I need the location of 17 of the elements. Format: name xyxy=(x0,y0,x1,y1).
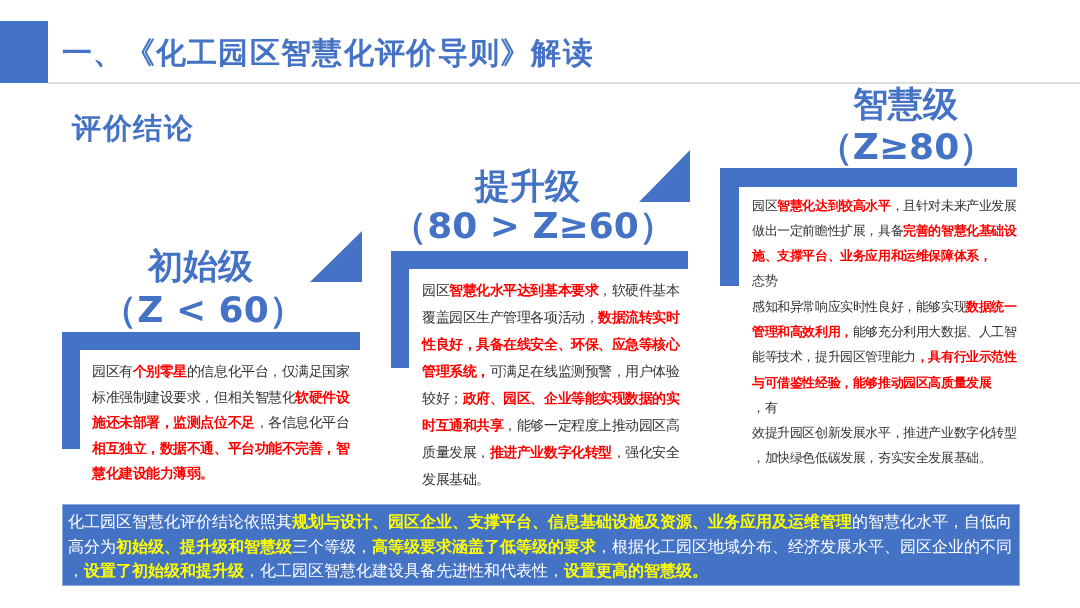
score-range: （Z≥80） xyxy=(816,127,996,167)
level-description: 园区有个别零星的信息化平台，仅满足国家标准强制建设要求，但相关智慧化软硬件设施还未部署，监测点位不足，各信息化平台相互独立，数据不通、平台功能不完善，智慧化建设能力薄弱。 xyxy=(92,362,351,483)
level-description: 园区智慧化达到较高水平，且针对未来产业发展做出一定前瞻性扩展，具备完善的智慧化基础设施、支撑平台、业务应用和运维保障体系， xyxy=(752,196,1018,266)
page-title: 一、《化工园区智慧化评价导则》解读 xyxy=(62,34,595,72)
score-range: （80 > Z≥60） xyxy=(391,206,675,246)
level-name: 初始级 xyxy=(147,246,253,286)
summary-text: 化工园区智慧化评价结论依照其规划与设计、园区企业、支撑平台、信息基础设施及资源、业务应用及运维管理的智慧化水平，自低向高分为初始级、提升级和智慧级三个等级，高等级要求涵盖了低等级的要求，根据化工园区地域分布、经济发展水平、园区企业的不同，设置了初始级和提升级，化工园区智慧化建设具备先进性和代表性，设置更高的智慧级。 xyxy=(68,511,1013,582)
score-range: （Z < 60） xyxy=(101,290,305,330)
level-description: ，有 xyxy=(752,398,779,417)
level-description: 效提升园区创新发展水平，推进产业数字化转型 xyxy=(752,424,1018,443)
level-description: 园区智慧化水平达到基本要求，软硬件基本覆盖园区生产管理各项活动，数据流转实时性良好，具备在线安全、环保、应急等核心管理系统，可满足在线监测预警，用户体验较好；政府、园区、企业等能实现数据的实时互通和共享，能够一定程度上推动园区高质量发展，推进产业数字化转型，强化安全发展基础。 xyxy=(422,280,681,489)
section-heading: 评价结论 xyxy=(72,111,194,145)
level-description: 态势 xyxy=(752,272,779,291)
level-description: ，加快绿色低碳发展，夯实安全发展基础。 xyxy=(752,449,993,468)
level-name: 提升级 xyxy=(474,166,580,206)
level-description: 感知和异常响应实时性良好，能够实现数据统一管理和高效利用，能够充分利用大数据、人工智能等技术，提升园区管理能力，具有行业示范性与可借鉴性经验，能够推动园区高质量发展 xyxy=(752,297,1018,392)
level-name: 智慧级 xyxy=(852,84,958,124)
